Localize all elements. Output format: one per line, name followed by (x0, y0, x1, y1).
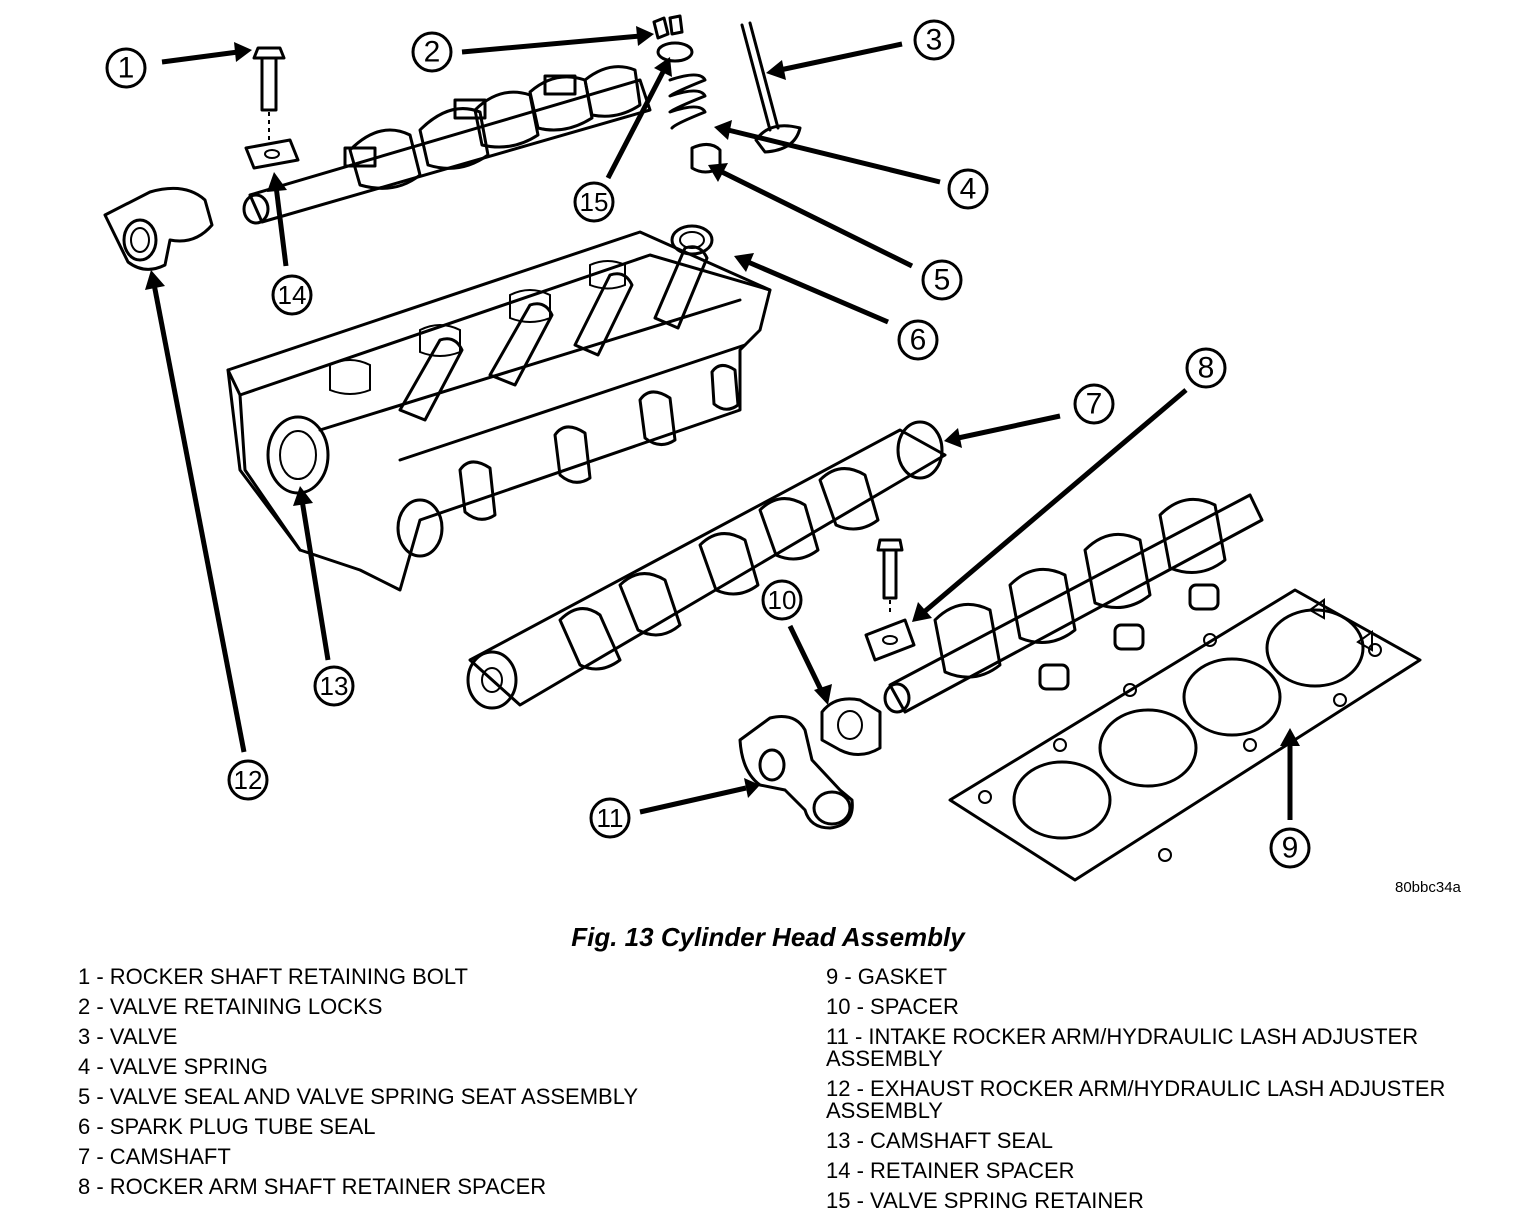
callout-14: 14 (271, 274, 313, 316)
callout-3: 3 (913, 19, 955, 61)
part-intake-rocker-arm (738, 715, 854, 830)
svg-text:12: 12 (234, 765, 263, 795)
svg-text:6: 6 (910, 324, 927, 357)
svg-text:15: 15 (580, 187, 609, 217)
legend-item: 13 - CAMSHAFT SEAL (826, 1128, 1053, 1153)
image-id-label: 80bbc34a (1395, 879, 1461, 896)
legend-item: 10 - SPACER (826, 994, 959, 1019)
legend-item: 5 - VALVE SEAL AND VALVE SPRING SEAT ASS… (78, 1084, 639, 1109)
callout-12: 12 (227, 759, 269, 801)
cylinder-head-exploded-diagram: 1 2 3 4 5 6 7 8 9 10 11 12 (103, 14, 1422, 882)
part-spacer (820, 697, 882, 756)
svg-text:9: 9 (1282, 832, 1299, 865)
svg-text:2: 2 (424, 36, 441, 69)
part-retainer-spacer (244, 138, 300, 170)
callout-9: 9 (1269, 827, 1311, 869)
part-lower-rocker-shaft-assembly (883, 493, 1264, 714)
callout-13: 13 (313, 665, 355, 707)
legend-item: 12 - EXHAUST ROCKER ARM/HYDRAULIC LASH A… (826, 1076, 1446, 1123)
legend-item: 4 - VALVE SPRING (78, 1054, 268, 1079)
legend-item: 11 - INTAKE ROCKER ARM/HYDRAULIC LASH AD… (826, 1024, 1419, 1071)
callout-4: 4 (947, 168, 989, 210)
callout-11: 11 (589, 797, 631, 839)
leader-lines (145, 26, 1300, 820)
part-rocker-arm-shaft-retainer (864, 538, 916, 662)
legend-item: 8 - ROCKER ARM SHAFT RETAINER SPACER (78, 1174, 547, 1199)
legend-item: 15 - VALVE SPRING RETAINER (826, 1188, 1144, 1213)
callout-2: 2 (411, 31, 453, 73)
legend-item: 3 - VALVE (78, 1024, 178, 1049)
legend-left: 1 - ROCKER SHAFT RETAINING BOLT 2 - VALV… (78, 966, 778, 1206)
legend-item: 9 - GASKET (826, 964, 948, 989)
callout-10: 10 (761, 579, 803, 621)
part-gasket (948, 588, 1422, 882)
svg-text:1: 1 (118, 52, 135, 85)
callout-7: 7 (1073, 383, 1115, 425)
callout-1: 1 (105, 47, 147, 89)
part-cylinder-head (226, 224, 772, 592)
callout-6: 6 (897, 319, 939, 361)
figure-title: Fig. 13 Cylinder Head Assembly (571, 922, 965, 952)
part-exhaust-rocker-arm (103, 186, 214, 271)
part-rocker-shaft-bolt (252, 46, 286, 140)
svg-text:10: 10 (768, 585, 797, 615)
svg-text:11: 11 (597, 803, 624, 833)
part-valve-train (652, 14, 802, 174)
legend-item: 7 - CAMSHAFT (78, 1144, 231, 1169)
svg-text:7: 7 (1086, 388, 1103, 421)
svg-text:3: 3 (926, 24, 943, 57)
svg-text:13: 13 (320, 671, 349, 701)
svg-text:14: 14 (278, 280, 307, 310)
part-upper-rocker-shaft-assembly (242, 65, 652, 225)
part-camshaft (466, 420, 947, 710)
svg-text:4: 4 (960, 173, 977, 206)
legend-item: 6 - SPARK PLUG TUBE SEAL (78, 1114, 376, 1139)
svg-text:5: 5 (934, 264, 951, 297)
callout-15: 15 (573, 181, 615, 223)
legend-item: 14 - RETAINER SPACER (826, 1158, 1075, 1183)
legend-item: 2 - VALVE RETAINING LOCKS (78, 994, 383, 1019)
callout-8: 8 (1185, 347, 1227, 389)
legend-item: 1 - ROCKER SHAFT RETAINING BOLT (78, 964, 468, 989)
legend-right: 9 - GASKET 10 - SPACER 11 - INTAKE ROCKE… (826, 966, 1516, 1220)
svg-text:8: 8 (1198, 352, 1215, 385)
callout-5: 5 (921, 259, 963, 301)
